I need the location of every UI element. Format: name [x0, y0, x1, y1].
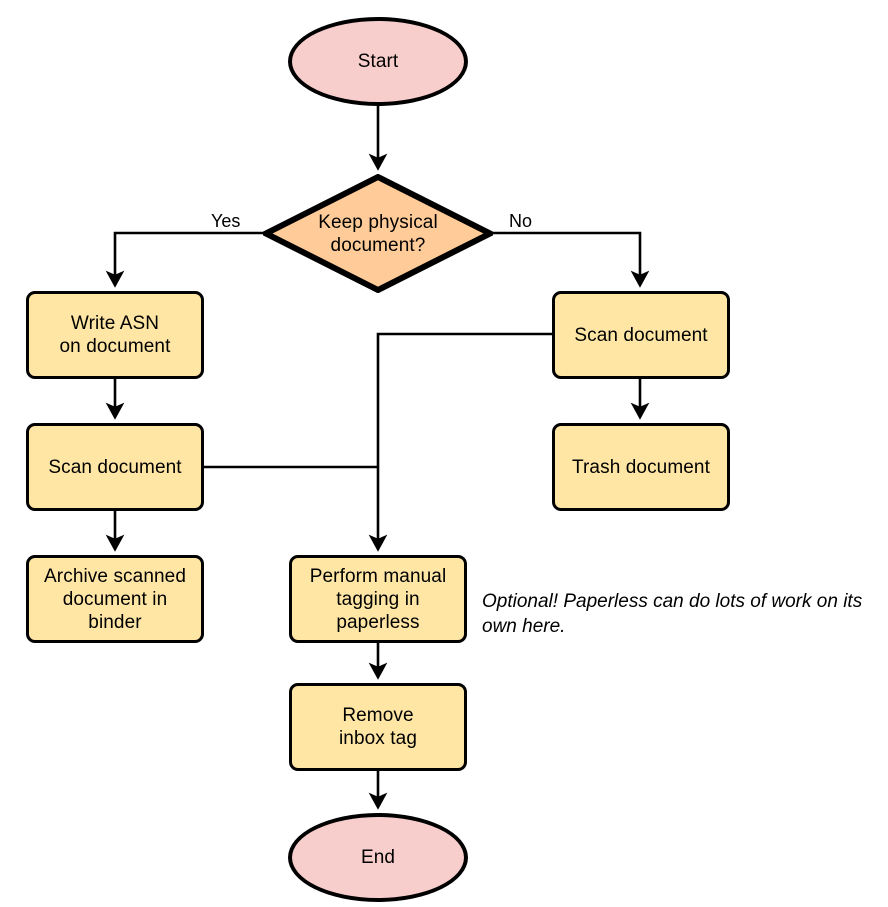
- node-scan-document-right[interactable]: Scan document: [552, 291, 730, 379]
- edge-scan-right-to-tagging: [368, 332, 552, 552]
- node-keep-physical-document[interactable]: Keep physical document?: [263, 174, 493, 293]
- node-trash-document[interactable]: Trash document: [552, 423, 730, 511]
- node-scan-document-left[interactable]: Scan document: [26, 423, 204, 511]
- edge-decision-to-write-asn: [105, 231, 263, 288]
- node-end-label: End: [360, 847, 396, 868]
- node-start[interactable]: Start: [288, 17, 468, 106]
- optional-note: Optional! Paperless can do lots of work …: [482, 591, 863, 637]
- node-end[interactable]: End: [288, 813, 468, 902]
- node-archive-scanned-document[interactable]: Archive scanned document in binder: [26, 555, 204, 643]
- node-perform-manual-tagging-label: Perform manual tagging in paperless: [309, 565, 447, 633]
- node-write-asn-on-document[interactable]: Write ASN on document: [26, 291, 204, 379]
- node-remove-inbox-tag-label: Remove inbox tag: [338, 705, 417, 749]
- node-write-asn-on-document-label: Write ASN on document: [59, 313, 171, 357]
- edge-decision-to-scan-right: [493, 231, 650, 288]
- node-perform-manual-tagging[interactable]: Perform manual tagging in paperless: [289, 555, 467, 643]
- node-scan-document-left-label: Scan document: [48, 456, 182, 478]
- edge-label-no: No: [509, 211, 533, 231]
- node-remove-inbox-tag[interactable]: Remove inbox tag: [289, 683, 467, 771]
- diamond-shape: [263, 174, 493, 293]
- node-scan-document-right-label: Scan document: [574, 324, 708, 346]
- node-archive-scanned-document-label: Archive scanned document in binder: [44, 565, 186, 633]
- node-keep-physical-document-label: Keep physical document?: [318, 211, 438, 256]
- node-start-label: Start: [357, 51, 399, 72]
- node-trash-document-label: Trash document: [572, 456, 710, 478]
- edge-label-yes: Yes: [211, 211, 241, 231]
